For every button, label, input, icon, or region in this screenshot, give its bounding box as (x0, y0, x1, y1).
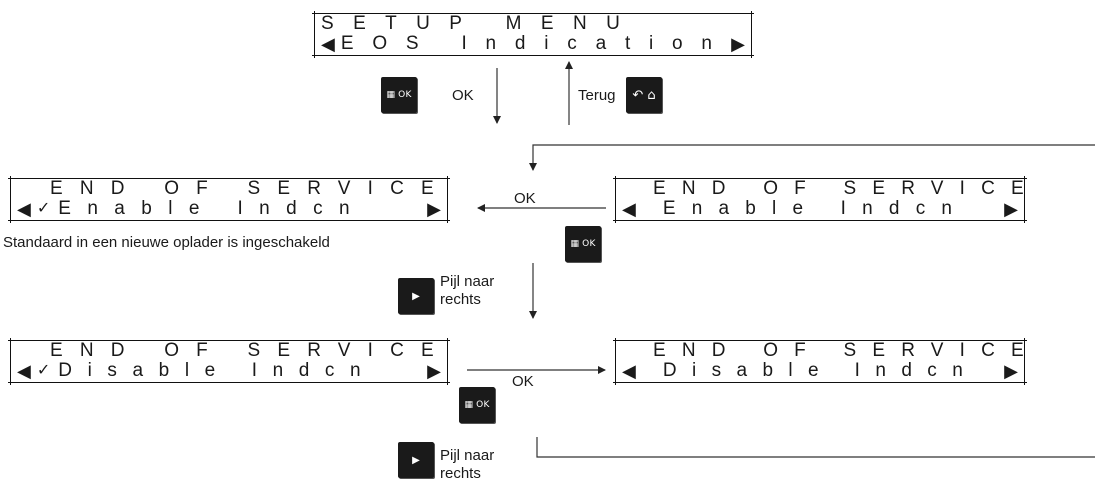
enable-lcd: END OF SERVICE ◀ Enable Indcn ▶ (613, 176, 1040, 223)
arrow-right-label-2-line1: Pijl naar (440, 447, 495, 464)
right-triangle-icon: ▶ (1004, 361, 1018, 381)
loop-return-line (536, 437, 1095, 458)
menu-grid-icon: ▦ (570, 239, 580, 249)
ok-label-top: OK (452, 87, 474, 104)
arrow-right-label-2-line2: rechts (440, 465, 481, 482)
enable-line2-text: Enable Indcn (662, 198, 969, 219)
arrow-right-label-1-line2: rechts (440, 291, 481, 308)
setup-lcd-line1-text: SETUP MENU (321, 13, 640, 34)
enable-checked-line1-text: END OF SERVICE (50, 178, 451, 199)
back-arrow-icon: ↶ (632, 87, 644, 103)
back-button[interactable]: ↶⌂ (626, 77, 662, 113)
disable-checked-line2-text: Disable Indcn (58, 360, 377, 381)
enable-checked-lcd: END OF SERVICE ◀ ✓ Enable Indcn ▶ (8, 176, 450, 223)
disable-checked-line1: END OF SERVICE (17, 341, 441, 361)
enable-checked-line1: END OF SERVICE (17, 179, 441, 199)
right-triangle-icon: ▶ (1004, 199, 1018, 219)
disable-line1-text: END OF SERVICE (653, 340, 1040, 361)
ok-button-text: OK (398, 90, 412, 100)
ok-button-text: OK (582, 239, 596, 249)
ok-button-top[interactable]: ▦OK (381, 77, 417, 113)
disable-line2: ◀ Disable Indcn ▶ (622, 360, 1018, 382)
play-icon: ▶ (412, 290, 420, 302)
ok-button-middle[interactable]: ▦OK (565, 226, 601, 262)
right-triangle-icon: ▶ (427, 361, 441, 381)
disable-checked-line1-text: END OF SERVICE (50, 340, 451, 361)
disable-line1: END OF SERVICE (622, 340, 1040, 361)
enable-line1: END OF SERVICE (622, 178, 1040, 199)
enable-checked-line2-text: Enable Indcn (58, 198, 366, 219)
disable-checked-lcd: END OF SERVICE ◀ ✓ Disable Indcn ▶ (8, 338, 450, 385)
check-mark: ✓ (36, 200, 51, 217)
arrow-right-button-1[interactable]: ▶ (398, 278, 434, 314)
setup-lcd-line1: SETUP MENU (321, 14, 745, 34)
right-triangle-icon: ▶ (427, 199, 441, 219)
setup-menu-lcd: SETUP MENU ◀ EOS Indication ▶ (312, 11, 754, 58)
play-icon: ▶ (412, 454, 420, 466)
ok-label-middle: OK (514, 190, 536, 207)
default-state-note: Standaard in een nieuwe oplader is inges… (3, 234, 330, 251)
loop-top-line (529, 144, 1095, 171)
arrow-right-button-2[interactable]: ▶ (398, 442, 434, 478)
setup-lcd-line2: ◀ EOS Indication ▶ (321, 33, 745, 55)
menu-grid-icon: ▦ (386, 90, 396, 100)
ok-label-lower: OK (512, 373, 534, 390)
menu-grid-icon: ▦ (464, 400, 474, 410)
right-triangle-icon: ▶ (731, 34, 745, 54)
disable-line2-text: Disable Indcn (662, 360, 979, 381)
left-triangle-icon: ◀ (17, 199, 31, 219)
check-mark: ✓ (36, 362, 51, 379)
arrow-right-label-1-line1: Pijl naar (440, 273, 495, 290)
enable-checked-line2: ◀ ✓ Enable Indcn ▶ (17, 198, 441, 220)
disable-checked-line2: ◀ ✓ Disable Indcn ▶ (17, 360, 441, 382)
ok-button-lower[interactable]: ▦OK (459, 387, 495, 423)
enable-line1-text: END OF SERVICE (653, 178, 1040, 199)
home-icon: ⌂ (647, 87, 656, 103)
ok-button-text: OK (476, 400, 490, 410)
disable-lcd: END OF SERVICE ◀ Disable Indcn ▶ (613, 338, 1040, 385)
enable-line2: ◀ Enable Indcn ▶ (622, 198, 1018, 220)
left-triangle-icon: ◀ (321, 34, 335, 54)
back-label: Terug (578, 87, 616, 104)
left-triangle-icon: ◀ (622, 199, 636, 219)
left-triangle-icon: ◀ (17, 361, 31, 381)
left-triangle-icon: ◀ (622, 361, 636, 381)
setup-lcd-line2-text: EOS Indication (340, 33, 731, 54)
